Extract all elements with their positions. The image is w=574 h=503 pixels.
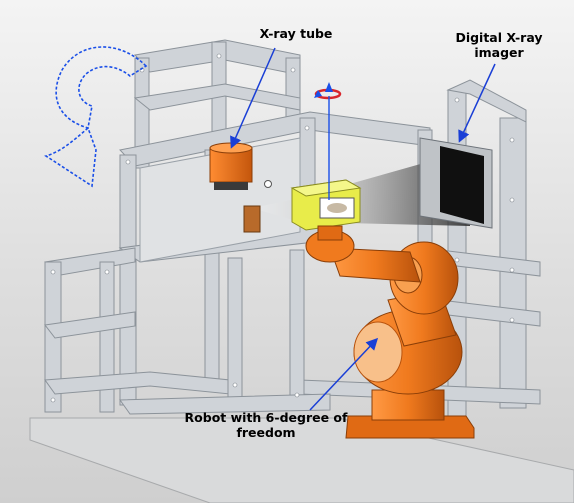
- sample-box: [290, 179, 362, 231]
- xray-tube-pointer: [230, 47, 276, 149]
- digital-xray-imager: [419, 137, 493, 229]
- robot-label: Robot with 6-degree of freedom: [170, 410, 362, 440]
- imager-pointer: [458, 63, 496, 143]
- xray-tube-label: X-ray tube: [259, 26, 333, 41]
- sample-rotation-icon: [314, 82, 342, 200]
- robot-pointer: [309, 337, 379, 411]
- frame-bolts: [50, 53, 515, 403]
- imager-label-line-2: imager: [474, 45, 524, 60]
- aluminium-frame: [44, 39, 541, 421]
- base-plate: [29, 417, 574, 503]
- xray-tube: [209, 142, 272, 233]
- robot-label-line-1: Robot with 6-degree of: [184, 410, 348, 425]
- robot-label-line-2: freedom: [236, 425, 296, 440]
- imager-label-line-1: Digital X-ray: [455, 30, 543, 45]
- rotation-arrow-icon: [44, 46, 148, 188]
- imager-label: Digital X-ray imager: [438, 30, 560, 60]
- robot-arm: [305, 225, 475, 439]
